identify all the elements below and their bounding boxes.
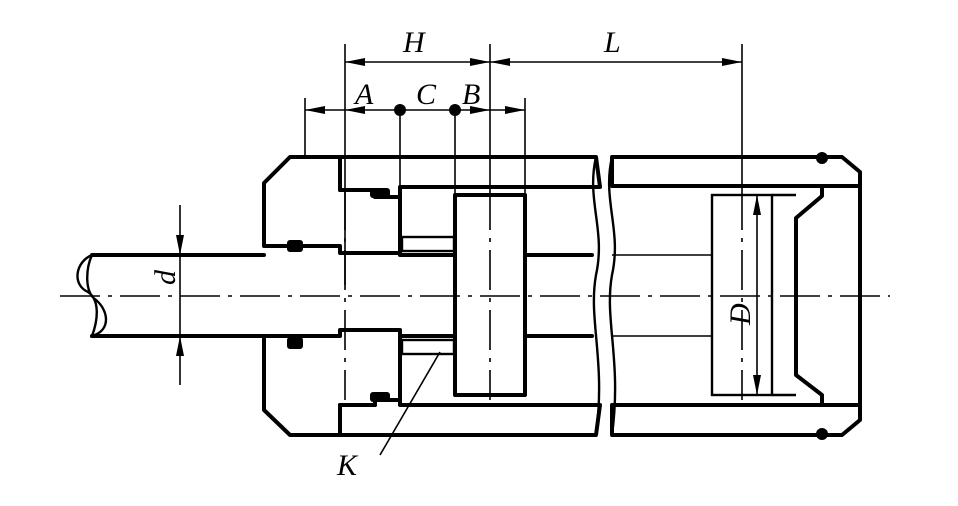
seals (287, 152, 828, 440)
label-C: C (416, 78, 437, 111)
cylinder-wall-bottom (338, 398, 602, 437)
bushing-bottom (400, 338, 456, 356)
bushing-top (400, 235, 456, 253)
left-end-cap (262, 155, 402, 255)
break-line-right (607, 156, 617, 436)
cylinder-wall-top-right (610, 155, 862, 188)
label-H: H (402, 26, 427, 59)
piston-rod (90, 253, 712, 338)
label-B: B (462, 78, 480, 111)
label-d: d (149, 269, 182, 285)
label-K: K (336, 449, 359, 482)
label-A: A (353, 78, 374, 111)
right-end-cap (794, 184, 862, 407)
left-end-cap-lower (262, 328, 402, 437)
piston-cone (772, 193, 796, 397)
label-L: L (603, 26, 621, 59)
label-D: D (724, 303, 757, 326)
dimensions (176, 44, 761, 456)
break-line-left (591, 156, 601, 436)
